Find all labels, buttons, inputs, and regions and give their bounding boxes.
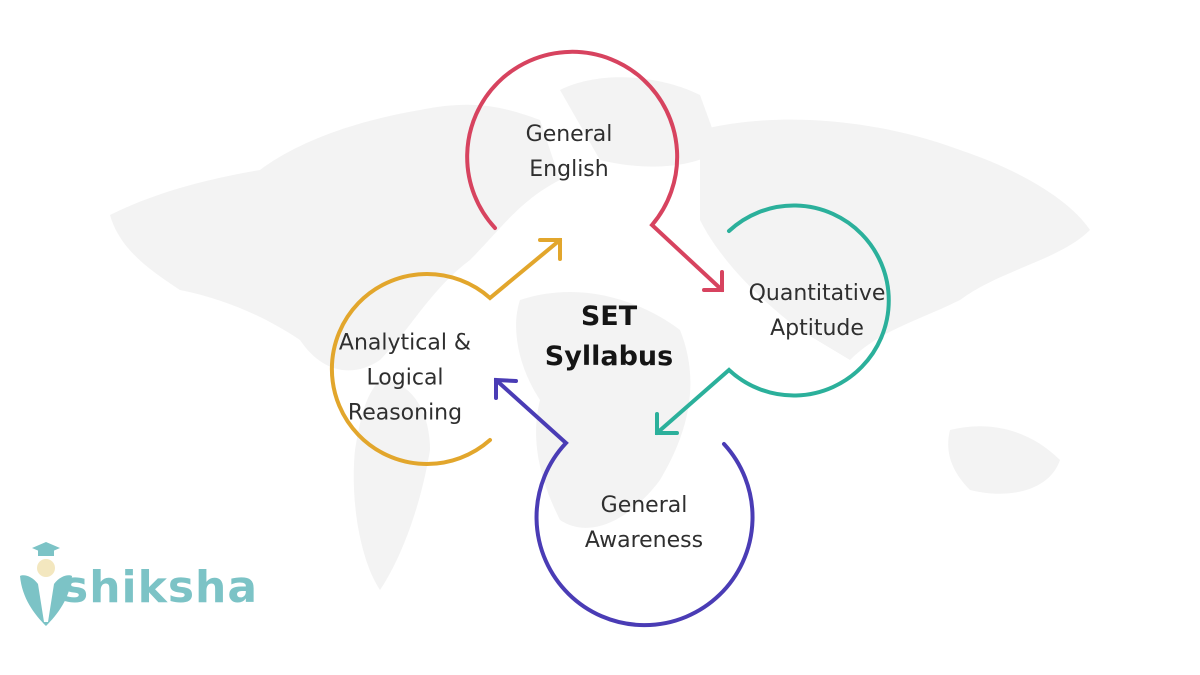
general-awareness-arc: [494, 377, 755, 628]
center-title-line1: SET: [580, 301, 638, 332]
graduate-pen-icon: [20, 542, 72, 626]
node-general-english: General English: [525, 122, 613, 182]
node-quantitative-aptitude: Quantitative Aptitude: [748, 281, 886, 341]
quantitative-aptitude-arc: [655, 203, 891, 435]
node-analytical-logical-reasoning: Analytical & Logical Reasoning: [338, 330, 472, 426]
shiksha-logo: shiksha: [14, 540, 264, 635]
general-english-arc: [465, 49, 724, 292]
logo-text: shiksha: [62, 562, 259, 613]
node-general-awareness: General Awareness: [584, 493, 704, 553]
center-title-line2: Syllabus: [544, 341, 674, 372]
center-title: SET Syllabus: [545, 297, 673, 377]
analytical-reasoning-arc: [329, 238, 562, 466]
